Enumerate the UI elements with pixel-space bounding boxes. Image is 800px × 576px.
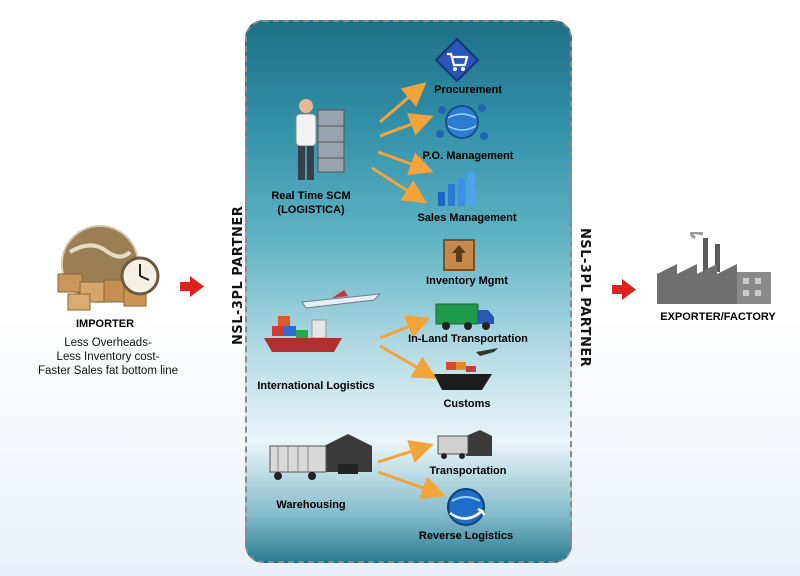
intl-logistics-label: International Logistics — [257, 380, 375, 392]
reverse-logistics-label: Reverse Logistics — [418, 530, 514, 542]
arrow-to-inland — [379, 315, 431, 340]
customs-label: Customs — [443, 398, 491, 410]
arrow-to-sales-management-a — [377, 150, 434, 176]
procurement-label: Procurement — [434, 84, 502, 96]
inventory-mgmt-label: Inventory Mgmt — [426, 275, 508, 287]
arrow-to-procurement — [379, 82, 427, 124]
arrow-to-sales-management-b — [371, 166, 428, 204]
factory-icon — [655, 231, 777, 312]
network-globe-icon — [434, 100, 490, 147]
cart-icon — [434, 37, 480, 88]
importer-benefit-3: Faster Sales fat bottom line — [38, 365, 178, 377]
person-server-icon — [288, 96, 358, 191]
reverse-globe-icon — [444, 485, 488, 534]
ship-plane-icon — [262, 290, 382, 370]
arrow-to-reverse-logistics — [377, 470, 446, 500]
scm-label-line1: Real Time SCM — [271, 190, 351, 202]
importer-benefit-1: Less Overheads- — [64, 337, 152, 349]
flow-arrow-left — [180, 276, 204, 297]
transportation-label: Transportation — [429, 465, 507, 477]
truck-icon — [434, 302, 496, 337]
warehousing-label: Warehousing — [276, 499, 346, 511]
exporter-title: EXPORTER/FACTORY — [660, 311, 776, 323]
sales-management-label: Sales Management — [417, 212, 517, 224]
transport-depot-icon — [436, 428, 494, 465]
cargo-ship-icon — [432, 348, 500, 401]
arrow-to-customs — [379, 344, 438, 379]
bar-chart-icon — [434, 170, 480, 213]
warehouse-truck-icon — [268, 432, 376, 487]
arrow-to-po-management — [379, 113, 434, 138]
po-management-label: P.O. Management — [422, 150, 514, 162]
importer-title: IMPORTER — [75, 318, 135, 330]
inland-transportation-label: In-Land Transportation — [408, 333, 528, 345]
importer-globe-boxes-icon — [50, 222, 165, 319]
arrow-to-transportation — [377, 440, 434, 464]
scm-label-line2: (LOGISTICA) — [277, 204, 345, 216]
flow-arrow-right — [612, 279, 636, 300]
importer-benefit-2: Less Inventory cost- — [56, 351, 160, 363]
box-icon — [442, 238, 476, 277]
